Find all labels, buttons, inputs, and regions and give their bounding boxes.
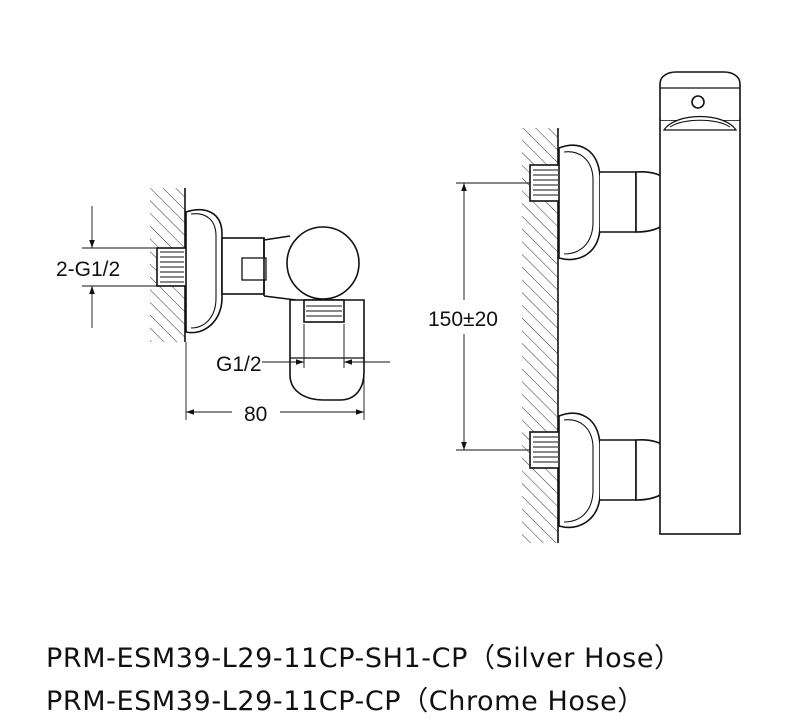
outlet-dim-label: G1/2 bbox=[216, 353, 262, 376]
model-caption-chrome-hose: PRM-ESM39-L29-11CP-CP（Chrome Hose） bbox=[46, 686, 645, 717]
side-view bbox=[82, 188, 390, 420]
escutcheon-left bbox=[185, 209, 223, 334]
technical-drawing: 2-G1/2 G1/2 80 bbox=[56, 71, 741, 543]
handle-knob-side bbox=[286, 226, 360, 300]
escutcheon-bottom bbox=[558, 412, 601, 529]
depth-dim-label: 80 bbox=[244, 403, 267, 426]
handle-screw-icon bbox=[691, 95, 705, 109]
thread-lines-left bbox=[160, 251, 184, 283]
model-caption-silver-hose: PRM-ESM39-L29-11CP-SH1-CP（Silver Hose） bbox=[46, 643, 682, 674]
spacing-dim-label: 150±20 bbox=[428, 308, 498, 331]
escutcheon-top bbox=[558, 144, 601, 261]
front-view bbox=[456, 71, 741, 543]
valve-body bbox=[659, 119, 741, 535]
inlet-dim-label: 2-G1/2 bbox=[56, 258, 120, 281]
